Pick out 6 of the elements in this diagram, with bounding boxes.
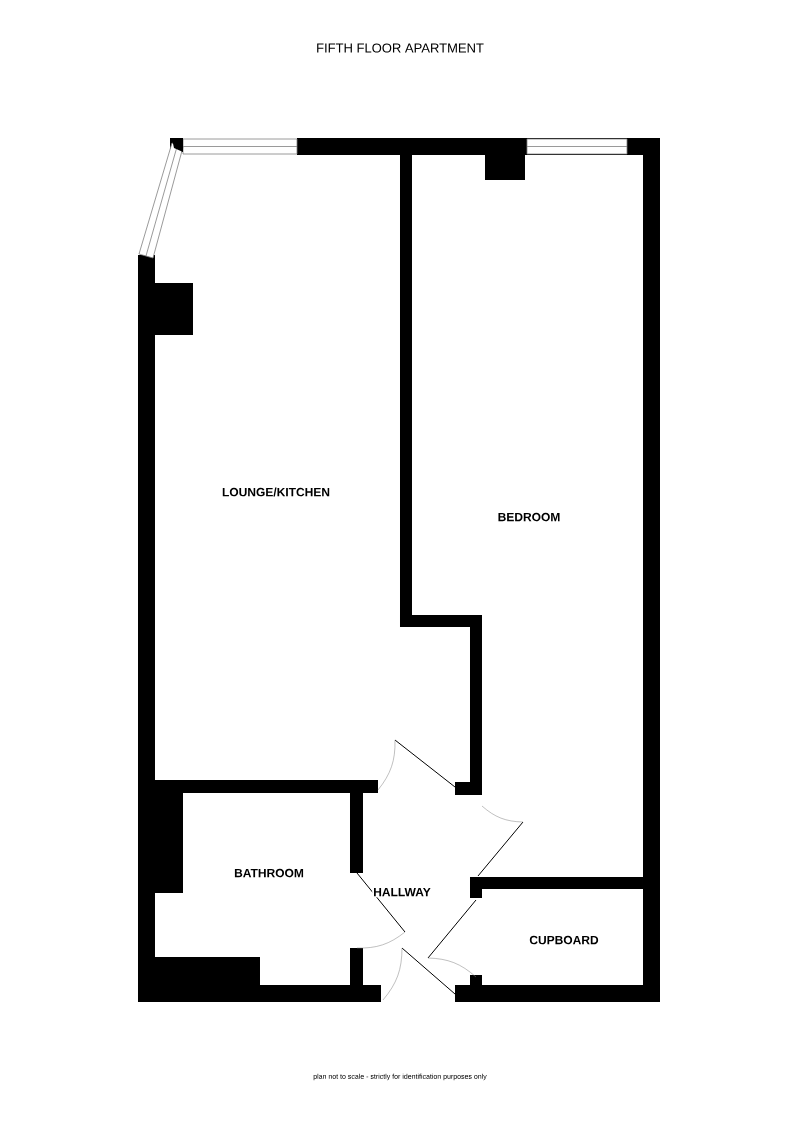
room-label: BEDROOM	[496, 511, 562, 523]
room-label: BATHROOM	[233, 867, 305, 879]
plan-title: FIFTH FLOOR APARTMENT	[317, 43, 484, 53]
room-label: CUPBOARD	[528, 934, 600, 946]
room-label: HALLWAY	[372, 886, 432, 898]
room-label: LOUNGE/KITCHEN	[221, 486, 331, 498]
